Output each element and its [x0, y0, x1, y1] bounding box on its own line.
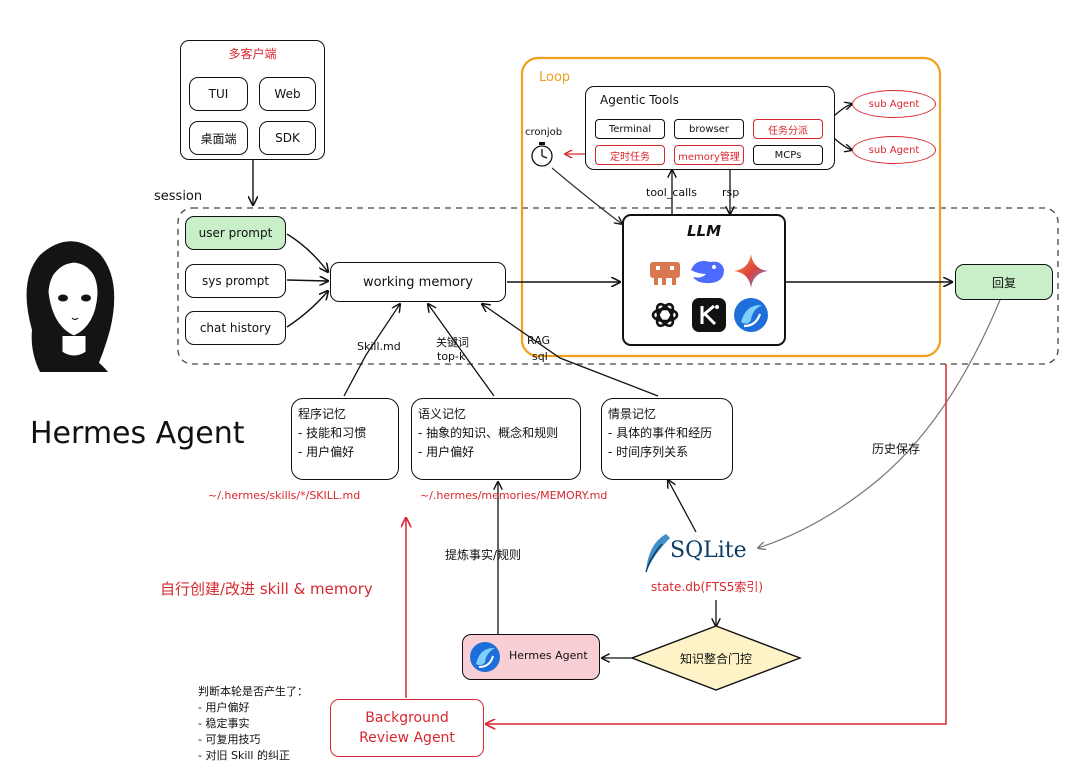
arrow-sys-prompt	[286, 280, 328, 281]
procedural-line-1: - 技能和习惯	[298, 426, 367, 440]
sub-agent-2: sub Agent	[852, 136, 936, 164]
sqlite-db-label: state.db(FTS5索引)	[651, 580, 764, 594]
arrow-chat-history	[286, 291, 328, 328]
semantic-memory-box: 语义记忆 - 抽象的知识、概念和规则 - 用户偏好	[411, 398, 581, 480]
reply-box: 回复	[955, 264, 1053, 300]
tool-memory-manage: memory管理	[674, 145, 744, 165]
client-web: Web	[259, 77, 316, 111]
arrow-sub-agent-2	[833, 137, 852, 150]
sql-label: sql	[532, 350, 548, 363]
loop-label: Loop	[539, 70, 571, 85]
llm-box: LLM	[622, 214, 786, 346]
clients-panel: 多客户端 TUI Web 桌面端 SDK	[180, 40, 325, 160]
deepseek-icon	[688, 252, 726, 290]
stopwatch-icon	[531, 142, 553, 167]
tool-calls-label: tool_calls	[646, 186, 697, 199]
user-prompt-box: user prompt	[185, 216, 286, 250]
semantic-line-1: - 抽象的知识、概念和规则	[418, 426, 559, 440]
semantic-title: 语义记忆	[418, 407, 467, 421]
working-memory-box: working memory	[330, 262, 506, 302]
tool-mcps: MCPs	[753, 145, 823, 165]
anthropic-icon	[646, 252, 684, 290]
episodic-memory-box: 情景记忆 - 具体的事件和经历 - 时间序列关系	[601, 398, 733, 480]
chat-history-box: chat history	[185, 311, 286, 345]
procedural-memory-box: 程序记忆 - 技能和习惯 - 用户偏好	[291, 398, 399, 480]
cronjob-label: cronjob	[525, 127, 563, 138]
sys-prompt-box: sys prompt	[185, 264, 286, 298]
procedural-path: ~/.hermes/skills/*/SKILL.md	[208, 489, 361, 502]
arrow-sqlite-episodic	[668, 480, 697, 533]
history-save-label: 历史保存	[872, 442, 921, 456]
client-desktop: 桌面端	[189, 121, 248, 155]
sqlite-name: SQLite	[670, 538, 747, 563]
hermes-agent-label: Hermes Agent	[509, 649, 588, 662]
semantic-path: ~/.hermes/memories/MEMORY.md	[420, 489, 608, 502]
review-agent-line-1: Background	[365, 710, 449, 726]
episodic-line-2: - 时间序列关系	[608, 445, 689, 459]
hermes-icon	[732, 296, 770, 334]
rsp-label: rsp	[722, 186, 740, 199]
kimi-icon	[690, 296, 728, 334]
clients-title: 多客户端	[228, 47, 277, 61]
review-agent-line-2: Review Agent	[359, 730, 455, 746]
tool-terminal: Terminal	[595, 119, 665, 139]
judge-list: 判断本轮是否产生了： - 用户偏好 - 稳定事实 - 可复用技巧 - 对旧 Sk…	[198, 684, 308, 764]
tool-scheduled-task: 定时任务	[595, 145, 665, 165]
loop-region	[520, 56, 942, 358]
judge-title: 判断本轮是否产生了：	[198, 685, 308, 698]
session-region	[177, 207, 1059, 365]
sqlite-logo: SQLite	[640, 532, 770, 574]
arrow-cronjob-llm	[551, 167, 622, 224]
sqlite-feather-icon	[645, 534, 670, 573]
judge-item-3: - 可复用技巧	[198, 733, 261, 746]
tool-task-dispatch: 任务分派	[753, 119, 823, 139]
episodic-line-1: - 具体的事件和经历	[608, 426, 713, 440]
hermes-agent-box: Hermes Agent	[462, 634, 600, 680]
keywords-label: 关键词	[436, 336, 469, 349]
session-label: session	[154, 189, 203, 204]
judge-item-1: - 用户偏好	[198, 701, 250, 714]
judge-item-4: - 对旧 Skill 的纠正	[198, 749, 290, 762]
agentic-tools-panel: Agentic Tools Terminal browser 任务分派 定时任务…	[585, 86, 835, 170]
arrow-user-prompt	[286, 233, 328, 272]
openai-icon	[646, 296, 684, 334]
llm-title: LLM	[686, 222, 722, 240]
client-sdk: SDK	[259, 121, 316, 155]
tool-browser: browser	[674, 119, 744, 139]
arrow-semantic-wm	[428, 304, 495, 397]
gate-diamond	[630, 625, 802, 691]
gemini-icon	[732, 252, 770, 290]
arrow-history-save	[758, 299, 1001, 548]
arrow-llm-review-loop	[486, 364, 947, 724]
procedural-line-2: - 用户偏好	[298, 445, 355, 459]
sub-agent-1: sub Agent	[852, 90, 936, 118]
arrow-episodic-wm	[482, 304, 659, 397]
skill-md-label: Skill.md	[357, 340, 401, 353]
agentic-tools-title: Agentic Tools	[600, 93, 679, 107]
girl-avatar	[26, 241, 115, 372]
topk-label: top-k	[437, 350, 466, 363]
gate-label: 知识整合门控	[679, 651, 752, 666]
self-improve-label: 自行创建/改进 skill & memory	[160, 580, 373, 598]
episodic-title: 情景记忆	[608, 407, 657, 421]
rag-label: RAG	[527, 334, 551, 347]
arrow-sub-agent-1	[833, 104, 852, 117]
diagram-title: Hermes Agent	[30, 416, 245, 451]
arrow-procedural-wm	[343, 304, 400, 397]
background-review-agent-box: Background Review Agent	[330, 699, 484, 757]
procedural-title: 程序记忆	[298, 407, 347, 421]
distill-label: 提炼事实/规则	[445, 548, 522, 562]
semantic-line-2: - 用户偏好	[418, 445, 475, 459]
client-tui: TUI	[189, 77, 248, 111]
hermes-icon	[470, 642, 500, 672]
judge-item-2: - 稳定事实	[198, 717, 250, 730]
